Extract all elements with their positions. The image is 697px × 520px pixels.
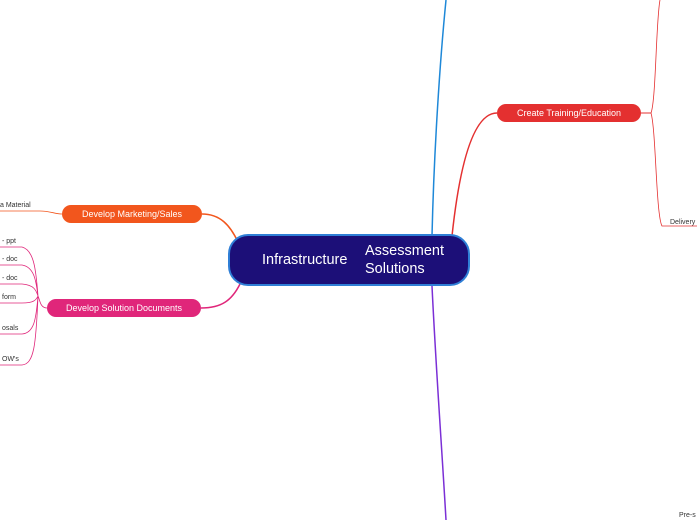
link-marketing-leaf [0, 210, 63, 215]
leaf-training-delivery[interactable]: Delivery [670, 219, 696, 226]
leaf-solution-proposals[interactable]: osals [2, 325, 19, 332]
link-solution-leaves [0, 246, 48, 366]
central-topic-line1: Infrastructure [262, 252, 348, 268]
link-training [451, 112, 498, 237]
link-bottom-purple [431, 285, 447, 520]
link-training-bracket [650, 0, 697, 227]
link-top-blue [431, 0, 447, 237]
link-solution [200, 283, 241, 309]
leaf-solution-sows[interactable]: OW's [2, 356, 19, 363]
central-topic[interactable]: Infrastructure Assessment Solutions [228, 234, 470, 286]
leaf-solution-form[interactable]: form [2, 294, 16, 301]
leaf-solution-ppt[interactable]: - ppt [2, 238, 17, 245]
topic-develop-marketing[interactable]: Develop Marketing/Sales [62, 205, 202, 223]
link-marketing [201, 213, 239, 243]
topic-develop-solution-documents[interactable]: Develop Solution Documents [47, 299, 201, 317]
leaf-solution-doc-2[interactable]: - doc [2, 275, 18, 282]
leaf-solution-doc-1[interactable]: - doc [2, 256, 18, 263]
leaf-bottom-right[interactable]: Pre-s [679, 512, 696, 519]
central-topic-line2: Assessment Solutions [365, 243, 444, 277]
topic-create-training[interactable]: Create Training/Education [497, 104, 641, 122]
leaf-marketing-material[interactable]: a Material [0, 202, 31, 209]
